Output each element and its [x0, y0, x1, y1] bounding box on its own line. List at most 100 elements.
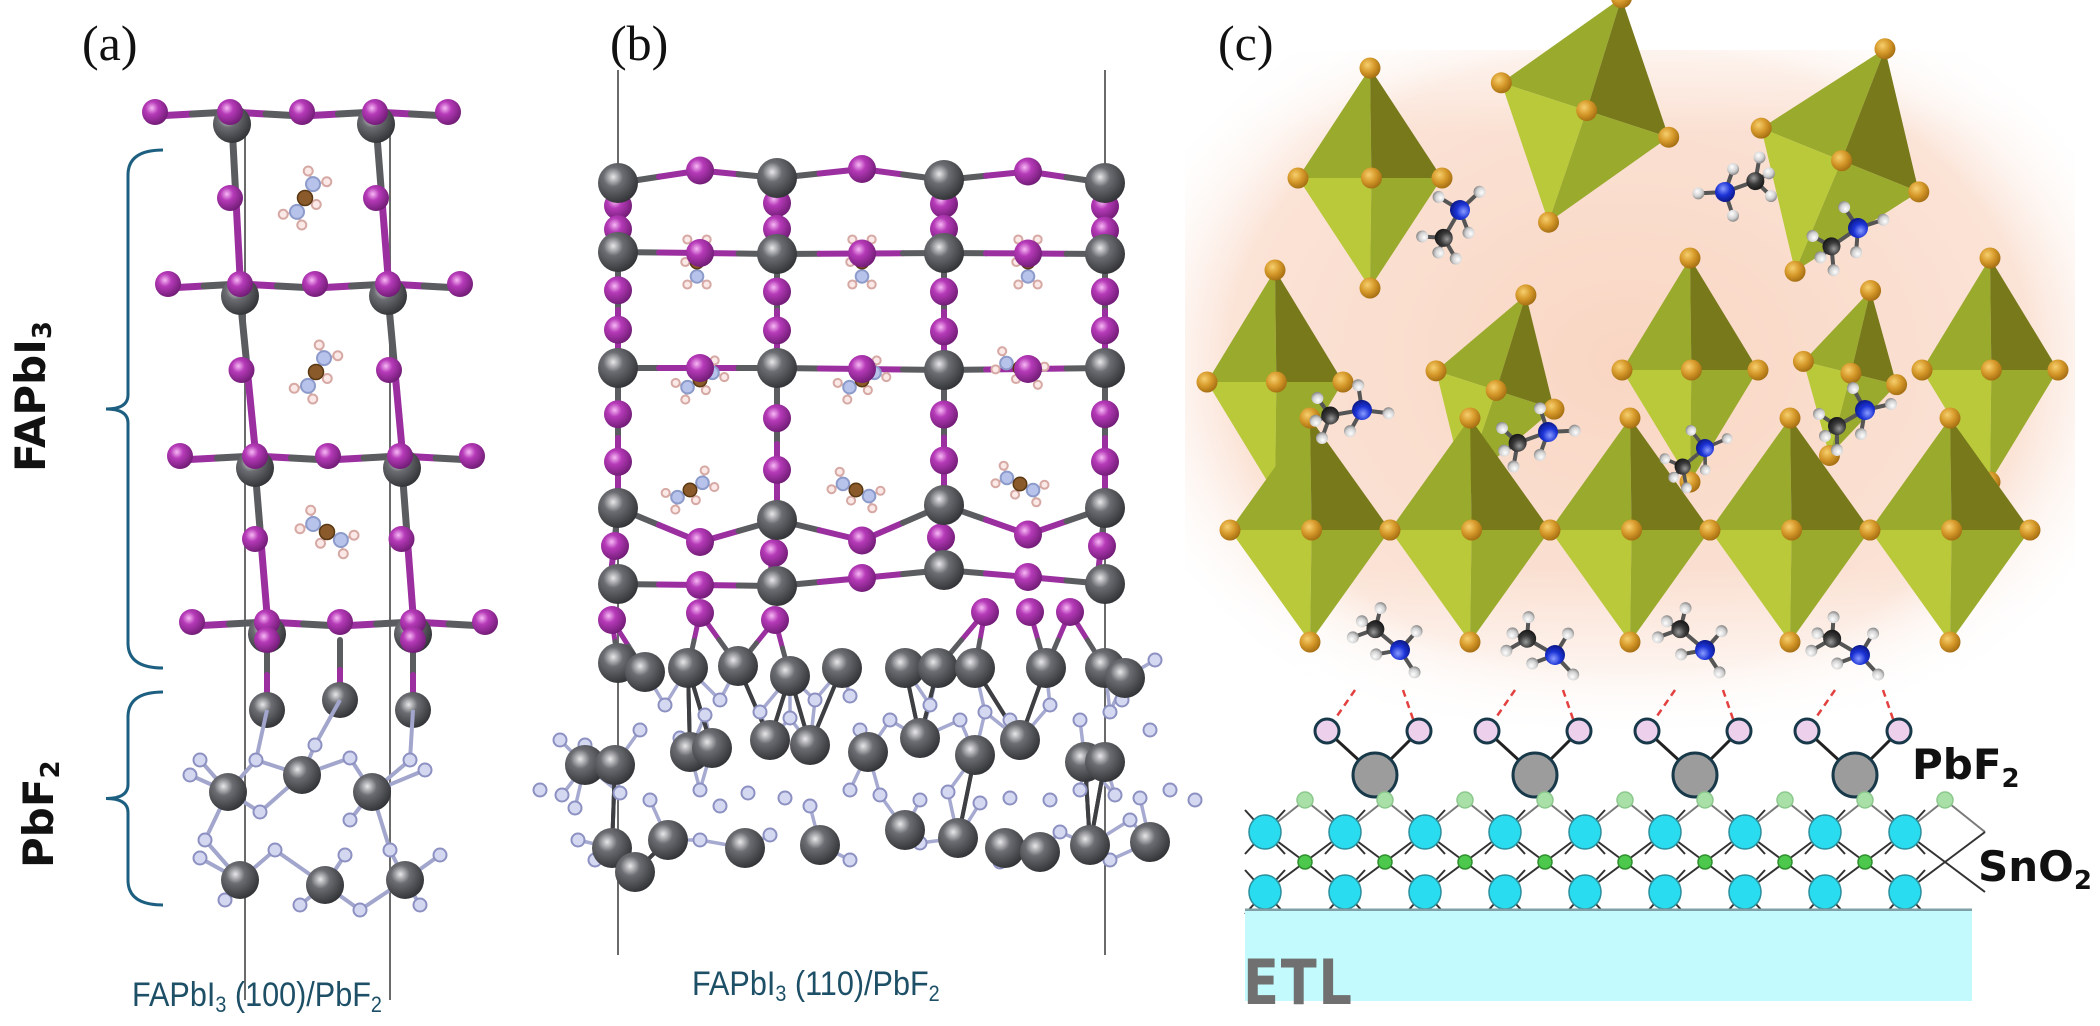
atom-small — [1040, 481, 1048, 489]
atom-small — [699, 709, 712, 722]
pbf2-layer-label: PbF2 — [14, 760, 66, 868]
atom-small — [991, 479, 999, 487]
atom-small — [804, 800, 817, 813]
carbon-atom — [298, 191, 313, 206]
iodine-atom — [1056, 598, 1084, 626]
lead-atom — [718, 646, 758, 686]
halide-atom — [1940, 408, 1961, 429]
halide-atom — [1941, 520, 1962, 541]
atom-small — [702, 386, 710, 394]
atom-small — [942, 786, 955, 799]
atom-small — [1054, 826, 1067, 839]
tin-atom — [1489, 815, 1521, 849]
iodine-atom — [930, 446, 958, 474]
atom-small — [317, 351, 331, 365]
caption-a-sub1: 3 — [215, 992, 226, 1017]
iodine-atom — [254, 627, 280, 653]
lead-atom — [1085, 234, 1125, 274]
iodine-atom — [1091, 400, 1119, 428]
atom-small — [250, 754, 263, 767]
lead-atom — [598, 564, 638, 604]
halide-atom — [1781, 520, 1802, 541]
atom-small — [694, 784, 707, 797]
atom-small — [672, 379, 680, 387]
lead-atom — [1085, 564, 1125, 604]
iodine-atom — [289, 99, 315, 125]
iodine-atom — [686, 571, 714, 599]
atom-small — [301, 379, 315, 393]
lead-atom — [757, 234, 797, 274]
fapbi3-subscript: 3 — [28, 321, 58, 339]
halide-atom — [1980, 248, 2001, 269]
iodine-atom — [327, 609, 353, 635]
atom-small — [659, 699, 672, 712]
atom-small — [696, 477, 709, 490]
lead-atom — [750, 720, 790, 760]
halide-atom — [1785, 261, 1806, 282]
iodine-atom — [763, 456, 791, 484]
sno2-label-sub: 2 — [2074, 866, 2092, 896]
tin-atom — [1329, 815, 1361, 849]
lead-atom — [770, 656, 810, 696]
tin-atom — [1329, 875, 1361, 909]
lead-atom — [1130, 822, 1170, 862]
halide-atom — [1621, 520, 1642, 541]
atom-small — [1104, 706, 1117, 719]
halide-atom — [1515, 284, 1536, 305]
atom-small — [874, 789, 887, 802]
atom-small — [1144, 724, 1157, 737]
lead-atom — [955, 648, 995, 688]
atom-small — [269, 844, 282, 857]
lead-atom — [386, 861, 424, 899]
oxygen-atom — [1458, 855, 1472, 869]
lead-atom — [924, 550, 964, 590]
atom-small — [681, 396, 689, 404]
iodine-atom — [1014, 521, 1042, 549]
iodine-atom — [848, 527, 876, 555]
atom-small — [339, 849, 352, 862]
iodine-atom — [302, 271, 328, 297]
atom-small — [279, 210, 288, 219]
halide-atom — [1981, 360, 2002, 381]
oxygen-atom-surface — [1857, 792, 1873, 808]
iodine-atom — [686, 239, 714, 267]
lead-atom — [598, 232, 638, 272]
lead-atom — [1833, 753, 1877, 797]
lead-atom — [692, 728, 732, 768]
atom-small — [333, 351, 342, 360]
halide-atom — [1860, 520, 1881, 541]
iodine-atom — [848, 155, 876, 183]
iodine-atom — [242, 443, 268, 469]
iodine-atom — [400, 627, 426, 653]
iodine-atom — [167, 443, 193, 469]
atom-small — [701, 466, 709, 474]
lead-atom — [924, 485, 964, 525]
iodine-atom — [1091, 448, 1119, 476]
iodine-atom — [447, 271, 473, 297]
iodine-atom — [601, 532, 629, 560]
iodine-atom — [179, 609, 205, 635]
atom-small — [884, 714, 897, 727]
iodine-atom — [763, 404, 791, 432]
lead-atom — [725, 828, 765, 868]
atom-small — [306, 517, 320, 531]
atom-small — [882, 373, 890, 381]
halide-atom — [1491, 72, 1512, 93]
atom-small — [304, 166, 313, 175]
lead-atom — [306, 866, 344, 904]
atom-small — [834, 379, 842, 387]
oxygen-atom-surface — [1377, 792, 1393, 808]
halide-atom — [1748, 360, 1769, 381]
lead-atom — [1085, 163, 1125, 203]
halide-atom — [1793, 351, 1814, 372]
caption-a-text: FAPbI — [132, 976, 215, 1014]
atom-small — [683, 235, 691, 243]
oxygen-atom — [1538, 855, 1552, 869]
bond — [236, 200, 240, 276]
atom-small — [1034, 280, 1042, 288]
bond — [395, 372, 402, 448]
atom-small — [1001, 472, 1014, 485]
atom-small — [344, 752, 357, 765]
atom-small — [306, 177, 320, 191]
atom-small — [344, 814, 357, 827]
